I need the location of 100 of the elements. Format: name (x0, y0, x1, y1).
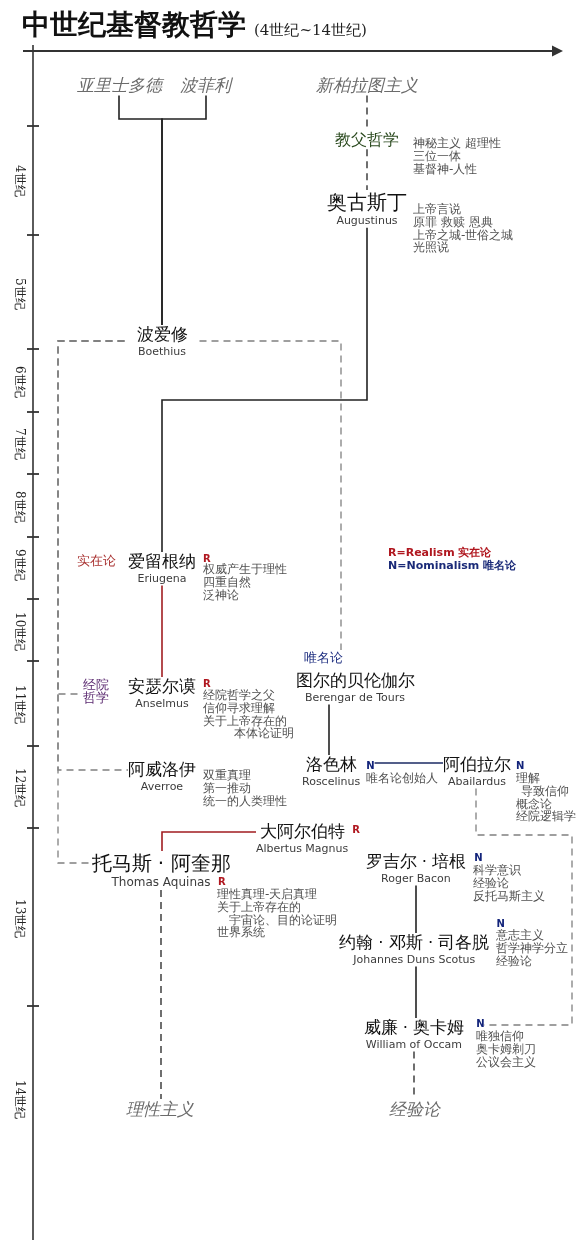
latin-name: Albertus Magnus (256, 841, 349, 856)
century-label: 11世纪 (13, 684, 28, 724)
note-text: 第一推动 (203, 781, 251, 795)
note-text: 统一的人类理性 (203, 794, 287, 808)
century-label: 12世纪 (13, 767, 28, 807)
dashed-connector (160, 889, 162, 1100)
note-text: 神秘主义 超理性 (413, 137, 501, 150)
century-label: 13世纪 (13, 898, 28, 938)
school-tag: N (476, 1018, 485, 1029)
note-text: 唯独信仰 (476, 1030, 524, 1043)
latin-name: Thomas Aquinas (111, 875, 211, 890)
latin-name: Augustinus (336, 214, 398, 228)
connector-line (161, 226, 368, 553)
latin-name: William of Occam (365, 1037, 462, 1052)
latin-name: Eriugena (137, 571, 187, 586)
century-label: 9世纪 (13, 549, 28, 581)
note-text: 概念论 (516, 797, 552, 811)
philosopher-name: 威廉 · 奥卡姆 (363, 1018, 465, 1038)
latin-name: Boethius (137, 344, 187, 359)
philosopher-name: 阿威洛伊 (128, 760, 196, 780)
note-text: 经院逻辑学 (516, 810, 576, 824)
latin-name: Johannes Duns Scotus (353, 952, 476, 967)
note-text: 四重自然 (203, 575, 251, 589)
title: 中世纪基督教哲学 (22, 8, 246, 42)
school-tag: R (218, 876, 226, 887)
century-label: 5世纪 (13, 278, 28, 310)
connector-line (161, 94, 207, 326)
philosopher-name: 亚里士多德 (76, 75, 162, 96)
philosopher-name: 阿伯拉尔 (443, 755, 511, 775)
dashed-connector (475, 787, 573, 1026)
note-text: 权威产生于理性 (203, 563, 287, 576)
philosopher-name: 波菲利 (179, 75, 231, 96)
latin-name: Abailardus (447, 774, 507, 789)
school-name: 经验论 (388, 1099, 440, 1120)
philosopher-name: 托马斯 · 阿奎那 (91, 851, 231, 875)
philosopher-name: 罗吉尔 · 培根 (365, 852, 467, 872)
century-label: 8世纪 (13, 491, 28, 523)
note-text: 经院哲学之父 (203, 689, 275, 702)
school-tag: N (474, 852, 483, 863)
note-text: 上帝之城-世俗之城 (413, 228, 514, 242)
note-text: 意志主义 (496, 929, 544, 942)
latin-name: Roscelinus (302, 774, 361, 789)
note-text: 经验论 (473, 876, 509, 890)
school-tag: R (203, 678, 211, 689)
latin-name: Anselmus (135, 696, 189, 711)
school-tag: R (203, 553, 211, 564)
connector-line (161, 584, 163, 678)
school-tag: R (352, 824, 360, 835)
connector-line (415, 884, 417, 934)
century-label: 7世纪 (13, 428, 28, 460)
dashed-connector (198, 340, 342, 651)
school-name: 经院哲学 (81, 678, 110, 704)
school-name: 唯名论 (303, 650, 343, 665)
philosopher-name: 图尔的贝伦伽尔 (295, 671, 415, 691)
philosopher-name: 波爱修 (136, 325, 188, 345)
connector-line (328, 703, 330, 756)
philosopher-name: 洛色林 (305, 755, 357, 775)
school-name: 理性主义 (126, 1099, 194, 1120)
note-text: 奥卡姆剃刀 (476, 1042, 536, 1056)
connector-line (373, 762, 444, 764)
century-label: 4世纪 (13, 165, 28, 197)
note-text: 公议会主义 (476, 1055, 536, 1069)
school-tag: N (516, 760, 525, 771)
school-tag: N (366, 760, 375, 771)
note-text: 关于上帝存在的本体论证明 (203, 714, 296, 741)
philosopher-name: 爱留根纳 (128, 552, 196, 572)
note-text: 经验论 (496, 954, 532, 968)
note-text: 唯名论创始人 (366, 772, 438, 785)
note-text: 原罪 救赎 恩典 (413, 215, 493, 229)
latin-name: Averroe (140, 779, 184, 794)
latin-name: Berengar de Tours (304, 690, 406, 705)
dashed-connector (57, 340, 126, 864)
note-text: 基督神-人性 (413, 162, 478, 176)
school-name: 教父哲学 (335, 130, 399, 150)
note-text: 泛神论 (203, 588, 239, 602)
note-text: 光照说 (413, 241, 449, 255)
note-text: 世界系统 (217, 926, 265, 940)
note-text: 反托马斯主义 (473, 889, 545, 903)
note-text: 关于上帝存在的宇宙论、目的论证明 (217, 900, 338, 927)
note-text: 双重真理 (203, 769, 251, 782)
legend-text: N=Nominalism 唯名论 (388, 559, 517, 573)
century-label: 6世纪 (13, 366, 28, 398)
note-text: 上帝言说 (413, 203, 461, 216)
century-label: 14世纪 (13, 1079, 28, 1119)
note-text: 信仰寻求理解 (203, 701, 275, 715)
philosopher-name: 安瑟尔谟 (128, 677, 196, 697)
philosopher-name: 约翰 · 邓斯 · 司各脱 (339, 933, 490, 953)
note-text: 科学意识 (473, 864, 521, 877)
philosopher-name: 大阿尔伯特 (259, 822, 345, 842)
note-text: 哲学神学分立 (496, 941, 568, 955)
school-name: 新柏拉图主义 (316, 75, 418, 96)
connector-line (161, 831, 257, 852)
note-text: 理性真理-天启真理 (217, 888, 318, 901)
latin-name: Roger Bacon (381, 871, 451, 886)
philosopher-name: 奥古斯丁 (327, 190, 407, 214)
school-tag: N (496, 918, 505, 929)
century-label: 10世纪 (13, 611, 28, 651)
legend-text: R=Realism 实在论 (388, 546, 492, 559)
dashed-connector (366, 148, 368, 191)
note-text: 三位一体 (413, 149, 461, 163)
